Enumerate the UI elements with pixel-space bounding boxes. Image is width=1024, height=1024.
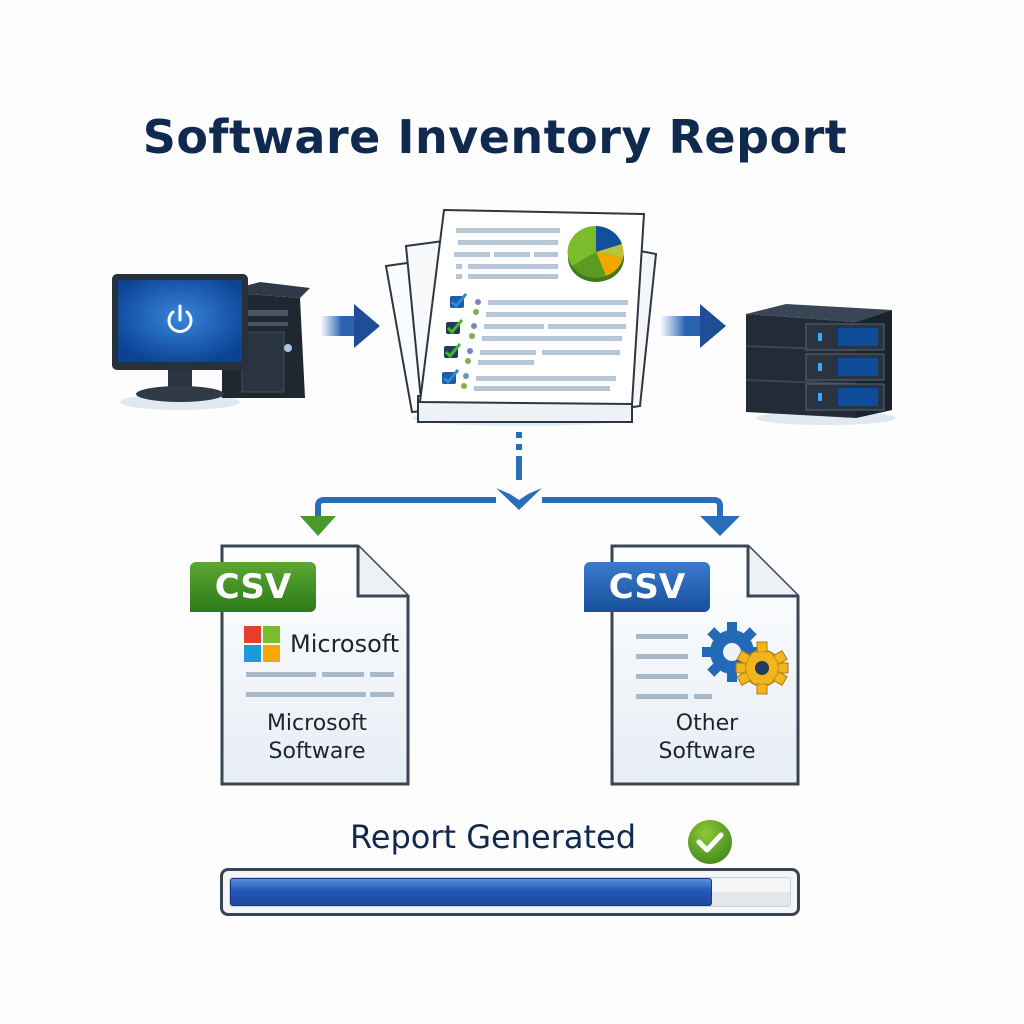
server-rack-icon: [745, 304, 896, 425]
page-title: Software Inventory Report: [142, 110, 848, 164]
csv-badge: CSV: [190, 562, 316, 612]
report-document-icon: [384, 208, 658, 426]
arrow-right-icon: [660, 304, 726, 348]
file-label-line1: Other: [675, 711, 739, 736]
branch-arrows: [300, 432, 740, 536]
file-label-line2: Software: [658, 739, 756, 764]
microsoft-brand-text: Microsoft: [290, 630, 400, 658]
check-circle-icon: [688, 820, 732, 864]
file-label-line1: Microsoft: [266, 711, 368, 736]
pie-chart-icon: [567, 225, 624, 282]
power-icon: [167, 304, 193, 333]
progress-track: [229, 877, 791, 907]
checklist-checkbox-icons: [442, 293, 481, 389]
file-label-line2: Software: [268, 739, 366, 764]
arrow-down-green-icon: [300, 516, 336, 536]
desktop-computer-icon: [112, 274, 310, 410]
microsoft-logo-icon: [244, 626, 280, 662]
arrow-down-icon: [496, 488, 542, 510]
power-led-icon: [284, 344, 292, 352]
arrow-down-blue-icon: [700, 516, 740, 536]
progress-bar: [220, 868, 800, 916]
csv-badge: CSV: [584, 562, 710, 612]
arrow-right-icon: [320, 304, 380, 348]
progress-fill: [230, 878, 712, 906]
gears-icon: [702, 622, 789, 695]
status-label: Report Generated: [350, 818, 637, 856]
